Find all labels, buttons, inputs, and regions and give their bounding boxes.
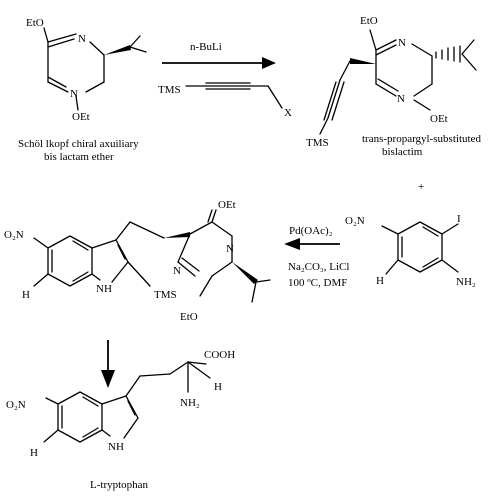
mol4-nh2-label: NH₂ (456, 276, 476, 288)
mol5-h-label: H (30, 447, 38, 459)
mol5-nh2-label: NH₂ (180, 397, 200, 409)
mol2-tms-label: TMS (306, 137, 329, 149)
propargyl-reagent-structure (185, 82, 283, 109)
step1-tms-label: TMS (158, 84, 181, 96)
mol5-h-alpha-label: H (214, 381, 222, 393)
mol3-o2n-label: O₂N (4, 229, 24, 241)
mol1-n-top: N (78, 33, 86, 45)
propargyl-bislactim-structure (319, 29, 477, 135)
mol3-h-label: H (22, 289, 30, 301)
mol2-eto-label: EtO (360, 15, 378, 27)
step2-arrowhead (284, 238, 300, 250)
iodo-nitroaniline-structure (381, 221, 459, 275)
mol4-h-label: H (376, 275, 384, 287)
mol3-eto-label: EtO (180, 311, 198, 323)
mol1-oet-label: OEt (72, 111, 90, 123)
mol1-n-bottom: N (70, 88, 78, 100)
indole-bislactim-structure (33, 209, 271, 303)
mol3-nh-label: NH (96, 283, 112, 295)
mol5-nh-label: NH (108, 441, 124, 453)
step2-conditions-label: 100 ºC, DMF (288, 277, 347, 289)
mol1-eto-label: EtO (26, 17, 44, 29)
product-caption: L-tryptophan (90, 479, 149, 491)
schollkopf-auxiliary-structure (43, 27, 147, 111)
step1-leaving-group: X (284, 107, 292, 119)
plus-sign: + (418, 181, 424, 193)
intermediate-caption-line1: trans-propargyl-substituted (362, 133, 481, 145)
mol5-cooh-label: COOH (204, 349, 235, 361)
mol2-oet-label: OEt (430, 113, 448, 125)
step1-base-label: n-BuLi (190, 41, 222, 53)
mol4-iodine-label: I (457, 213, 461, 225)
mol5-o2n-label: O₂N (6, 399, 26, 411)
step2-base-label: Na₂CO₃, LiCl (288, 261, 349, 273)
step3-arrowhead (101, 370, 115, 388)
auxiliary-caption-line1: Schöl lkopf chiral axuiliary (18, 138, 139, 150)
step1-arrowhead (262, 57, 276, 69)
mol2-n-top: N (398, 37, 406, 49)
mol3-n-left: N (173, 265, 181, 277)
mol2-n-bottom: N (397, 93, 405, 105)
mol3-n-right: N (226, 243, 234, 255)
tryptophan-structure (43, 361, 211, 443)
intermediate-caption-line2: bislactim (382, 146, 423, 158)
auxiliary-caption-line2: bis lactam ether (44, 151, 114, 163)
mol4-o2n-label: O₂N (345, 215, 365, 227)
mol3-oet-label: OEt (218, 199, 236, 211)
mol3-tms-label: TMS (154, 289, 177, 301)
step2-catalyst-label: Pd(OAc)₂ (289, 225, 333, 237)
